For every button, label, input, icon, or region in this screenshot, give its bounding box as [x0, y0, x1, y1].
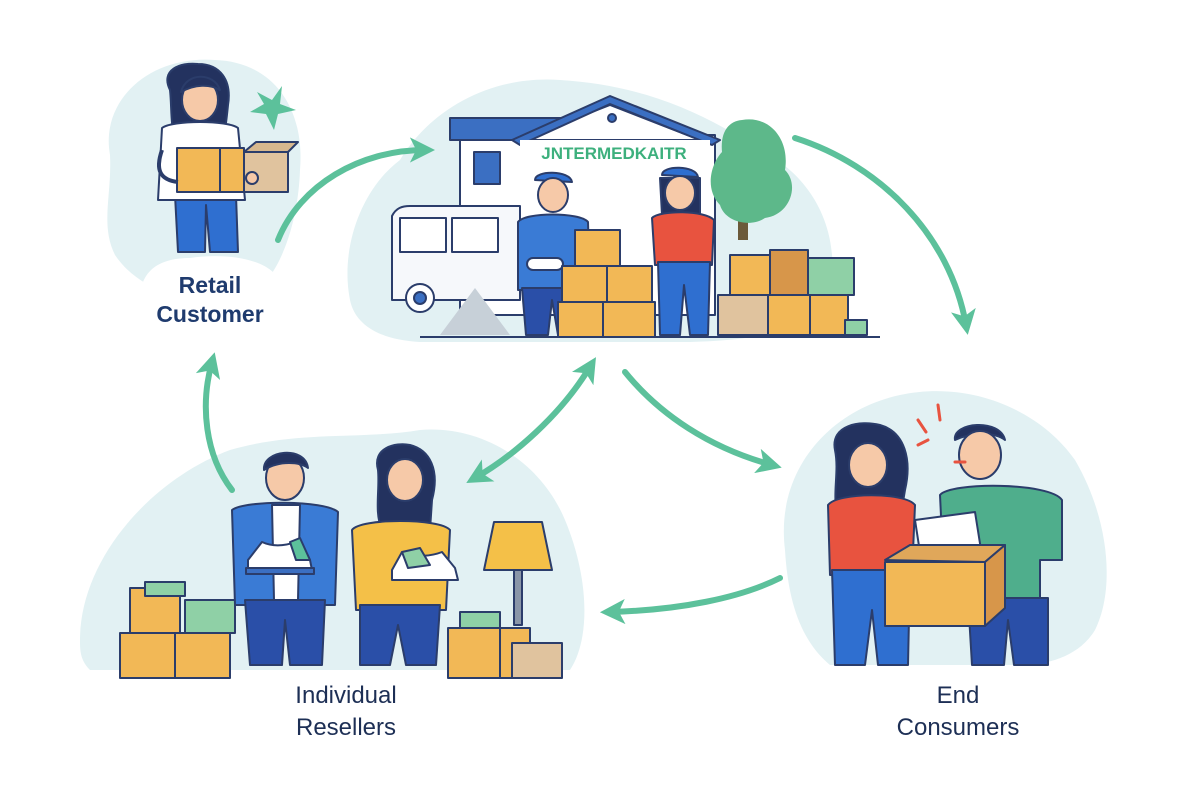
retail-label-cloud	[140, 256, 283, 335]
intermediary-illustration	[391, 95, 880, 338]
truck-icon	[391, 205, 521, 313]
lamp-icon	[483, 521, 553, 626]
arrow-intermediary-to-end-consumers	[622, 369, 782, 474]
carried-box	[176, 147, 222, 193]
flow-arrows	[195, 135, 976, 625]
arrow-intermediary-resellers-bidirectional	[466, 357, 596, 484]
arrow-retail-to-intermediary	[275, 137, 436, 243]
resellers-illustration	[119, 443, 563, 679]
sparkle-icon	[250, 86, 296, 130]
arrow-resellers-to-retail	[195, 352, 235, 493]
tree-icon	[710, 119, 793, 240]
end-consumers-label-line2: Consumers	[897, 714, 1020, 741]
retail-customer-label-line1: Retail	[179, 272, 242, 298]
retail-customer-label-line2: Customer	[156, 301, 263, 327]
sneaker-icon	[245, 537, 315, 575]
retail-customer-illustration	[157, 62, 299, 253]
end-consumers-illustration	[827, 403, 1063, 666]
intermediary-sign: JNTERMEDKAITR	[541, 144, 686, 163]
individual-resellers-label-line2: Resellers	[296, 714, 396, 741]
individual-resellers-label-line1: Individual	[295, 682, 396, 709]
end-consumers-label-line1: End	[937, 682, 980, 709]
arrow-intermediary-to-end	[792, 135, 976, 335]
arrow-end-to-resellers	[599, 575, 783, 625]
